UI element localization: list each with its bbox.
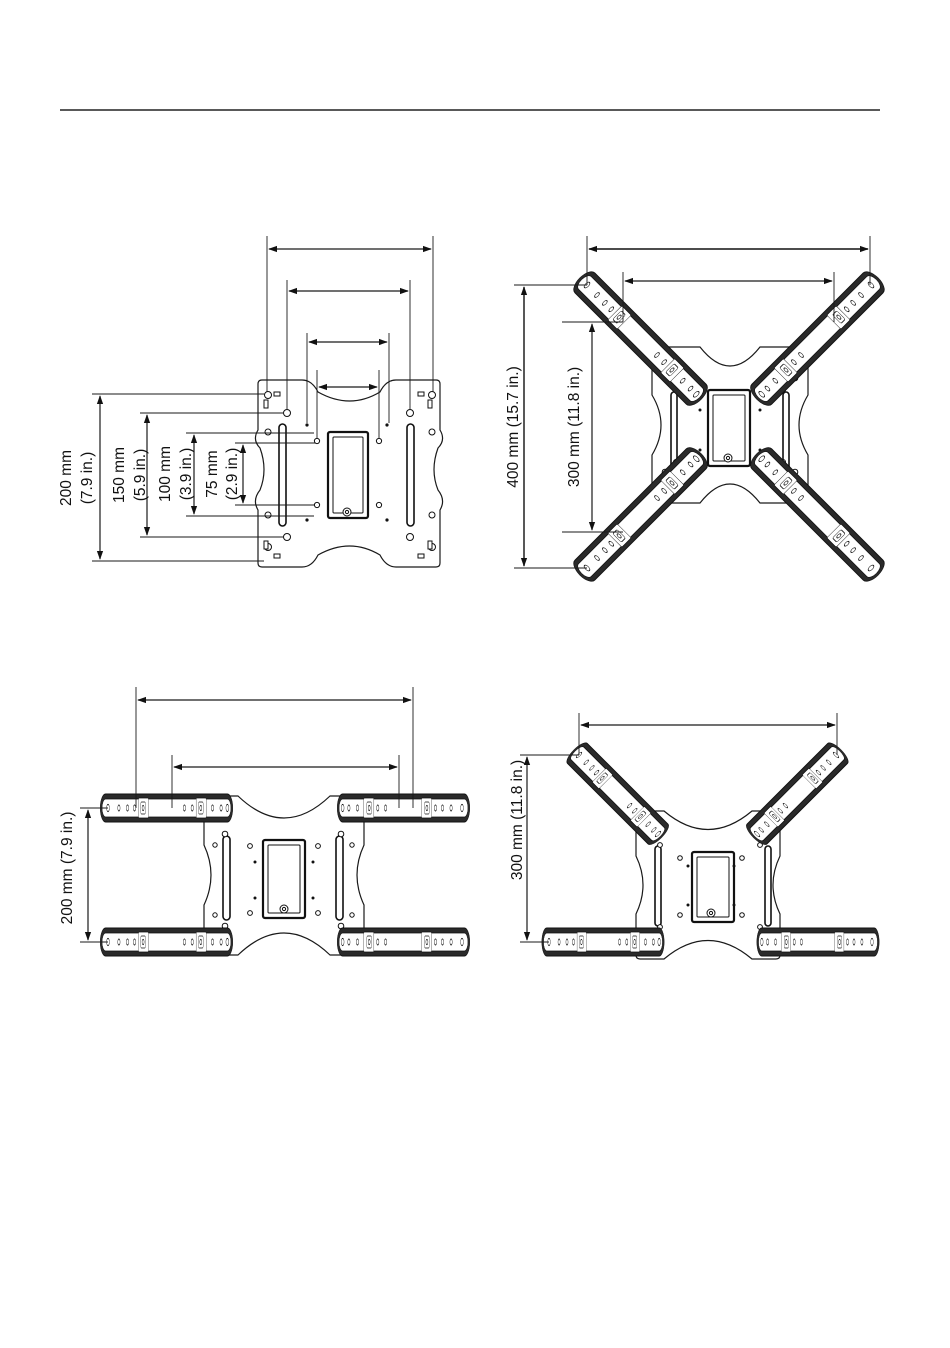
label-100in: (3.9 in.) — [178, 448, 195, 501]
x-arm-bottom-left — [570, 444, 711, 585]
h-label-200: 200 mm (7.9 in.) — [59, 812, 76, 925]
h-arm-top-left — [100, 794, 233, 822]
hole-200 — [265, 392, 272, 399]
x-label-400: 400 mm (15.7 in.) — [505, 366, 522, 487]
x-arms-diagram: 400 mm (15.7 in.) 300 mm (11.8 in.) — [505, 236, 888, 585]
x-arm-bottom-right — [747, 444, 888, 585]
label-100mm: 100 mm — [157, 446, 174, 502]
horizontal-arms-diagram: 200 mm (7.9 in.) — [59, 687, 470, 956]
h-arm-bottom-left — [100, 928, 233, 956]
x-label-300: 300 mm (11.8 in.) — [566, 367, 583, 487]
h-arm-bottom-right — [337, 928, 470, 956]
v-arm-bottom-left — [542, 928, 664, 956]
label-200mm: 200 mm — [58, 450, 75, 506]
right-slot — [407, 424, 414, 526]
small-plate-diagram: 200 mm (7.9 in.) 150 mm (5.9 in.) 100 mm… — [58, 236, 443, 567]
v-arm-top-left — [564, 740, 672, 848]
label-150mm: 150 mm — [111, 447, 128, 503]
h-arm-top-right — [337, 794, 470, 822]
label-150in: (5.9 in.) — [132, 449, 149, 502]
v-arm-top-right — [744, 740, 852, 848]
v-arms-diagram: 300 mm (11.8 in.) — [509, 713, 879, 959]
x-arm-top-left — [570, 268, 711, 409]
label-75in: (2.9 in.) — [224, 448, 241, 501]
label-75mm: 75 mm — [204, 450, 221, 497]
x-arm-top-right — [747, 268, 888, 409]
v-arm-bottom-right — [757, 928, 879, 956]
v-label-300: 300 mm (11.8 in.) — [509, 760, 526, 880]
left-slot — [279, 424, 286, 526]
label-200in: (7.9 in.) — [79, 452, 96, 505]
